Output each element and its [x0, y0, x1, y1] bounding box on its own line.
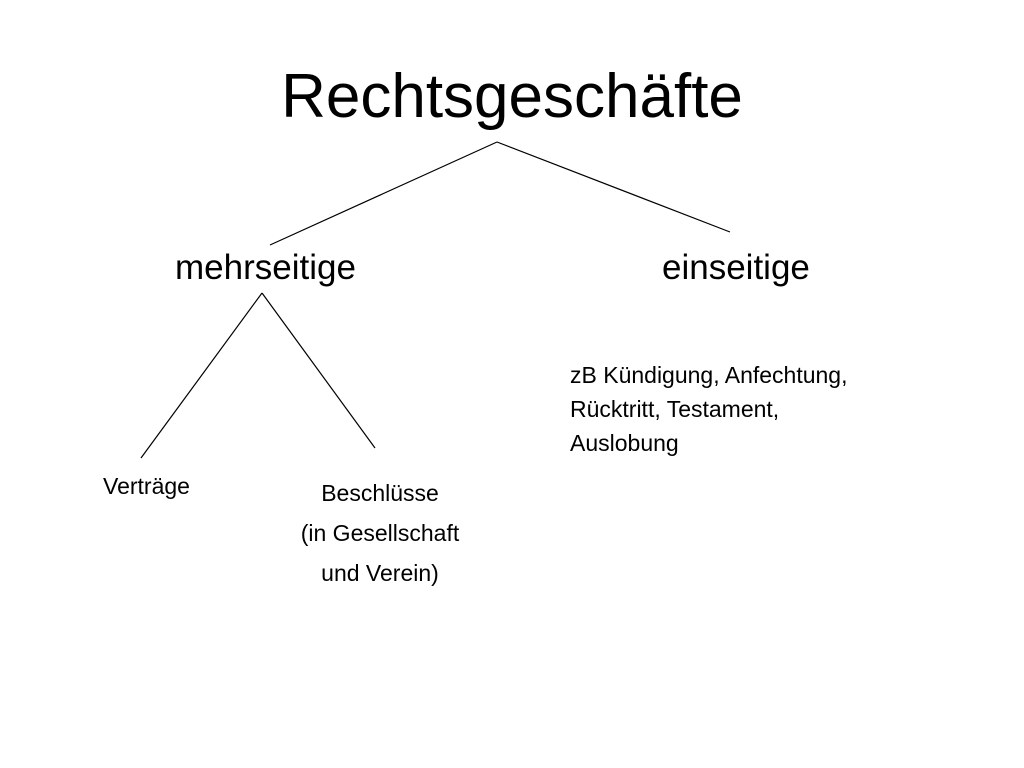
diagram-title-rechtsgeschaefte: Rechtsgeschäfte — [281, 62, 743, 131]
beschluesse-note-line-1: (in Gesellschaft — [300, 520, 460, 546]
connector-root-to-mehrseitige — [269, 141, 498, 246]
beschluesse-label: Beschlüsse — [321, 480, 439, 506]
connector-mehrseitige-to-vertraege — [140, 292, 263, 459]
beschluesse-note-line-2: und Verein) — [321, 560, 439, 586]
connector-root-to-einseitige — [496, 141, 731, 233]
example-line-2: Rücktritt, Testament, — [570, 396, 780, 422]
example-line-3: Auslobung — [570, 430, 679, 456]
node-mehrseitige: mehrseitige — [175, 248, 356, 287]
node-einseitige: einseitige — [662, 248, 810, 287]
connector-mehrseitige-to-beschluesse — [261, 292, 376, 449]
example-line-1: zB Kündigung, Anfechtung, — [570, 362, 848, 388]
einseitige-examples: zB Kündigung, Anfechtung, Rücktritt, Tes… — [570, 358, 848, 460]
node-beschluesse: Beschlüsse (in Gesellschaft und Verein) — [270, 473, 490, 593]
node-vertraege: Verträge — [103, 473, 190, 499]
